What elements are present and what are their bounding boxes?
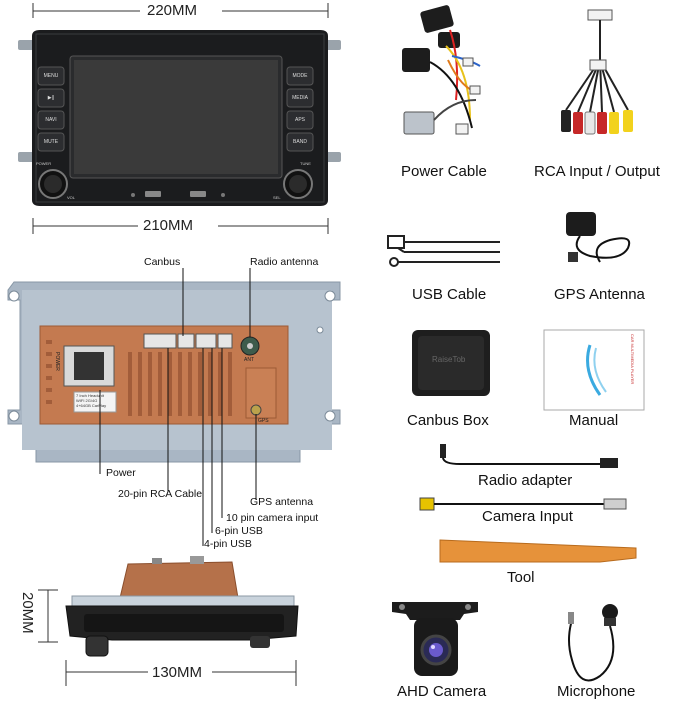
left-button-column: MENU ▶|| NAVI MUTE	[38, 67, 64, 151]
ant-port-label: ANT	[244, 357, 254, 363]
callout-radio-antenna: Radio antenna	[250, 256, 319, 268]
callout-rca-cable: 20-pin RCA Cable	[118, 488, 203, 500]
accessory-label-microphone: Microphone	[557, 683, 636, 700]
callout-6pin-usb: 6-pin USB	[215, 525, 263, 537]
accessory-label-rca: RCA Input / Output	[534, 163, 660, 180]
sticker-line-2: WIFI 2G/4G	[76, 398, 98, 403]
callout-canbus: Canbus	[144, 256, 181, 268]
canbus-box-brand: RaiseTob	[432, 355, 466, 364]
vol-knob-label: VOL	[67, 195, 76, 200]
sticker: 7 Inch Headunit WIFI 2G/4G 4+64GB CarPla…	[76, 393, 106, 408]
tune-knob-label: TUNE	[300, 161, 311, 166]
accessory-label-ahd-camera: AHD Camera	[397, 683, 487, 700]
power-knob-label: POWER	[36, 161, 52, 166]
aps-button: APS	[294, 117, 305, 123]
callout-gps-antenna: GPS antenna	[250, 496, 314, 508]
accessory-label-canbus-box: Canbus Box	[407, 412, 489, 429]
callout-camera-input: 10 pin camera input	[226, 512, 319, 524]
media-button: MEDIA	[292, 95, 308, 101]
side-width-label: 130MM	[152, 664, 203, 681]
play-pause-button: ▶||	[47, 95, 55, 101]
accessory-label-camera-input: Camera Input	[482, 508, 573, 525]
front-inner-width-label: 210MM	[143, 217, 194, 234]
accessory-label-radio-adapter: Radio adapter	[478, 472, 573, 489]
right-button-column: MODE MEDIA APS BAND	[287, 67, 313, 151]
callout-4pin-usb: 4-pin USB	[204, 538, 252, 550]
sticker-line-1: 7 Inch Headunit	[76, 393, 105, 398]
mute-button: MUTE	[43, 139, 59, 145]
sticker-line-3: 4+64GB CarPlay	[76, 403, 107, 408]
accessory-label-manual: Manual	[569, 412, 619, 429]
accessory-label-gps-antenna: GPS Antenna	[554, 286, 645, 303]
front-width-label: 220MM	[147, 2, 198, 19]
callout-power: Power	[106, 467, 136, 479]
gps-port-label: GPS	[258, 418, 269, 424]
menu-button: MENU	[43, 73, 59, 79]
navi-button: NAVI	[45, 117, 57, 123]
sel-knob-label: SEL	[273, 195, 281, 200]
manual-title: CAR MULTIMEDIA PLAYER	[630, 334, 635, 385]
accessory-label-power-cable: Power Cable	[401, 163, 487, 180]
mode-button: MODE	[292, 73, 308, 79]
accessory-label-tool: Tool	[507, 569, 535, 586]
accessory-label-usb-cable: USB Cable	[412, 286, 487, 303]
band-button: BAND	[293, 139, 307, 145]
